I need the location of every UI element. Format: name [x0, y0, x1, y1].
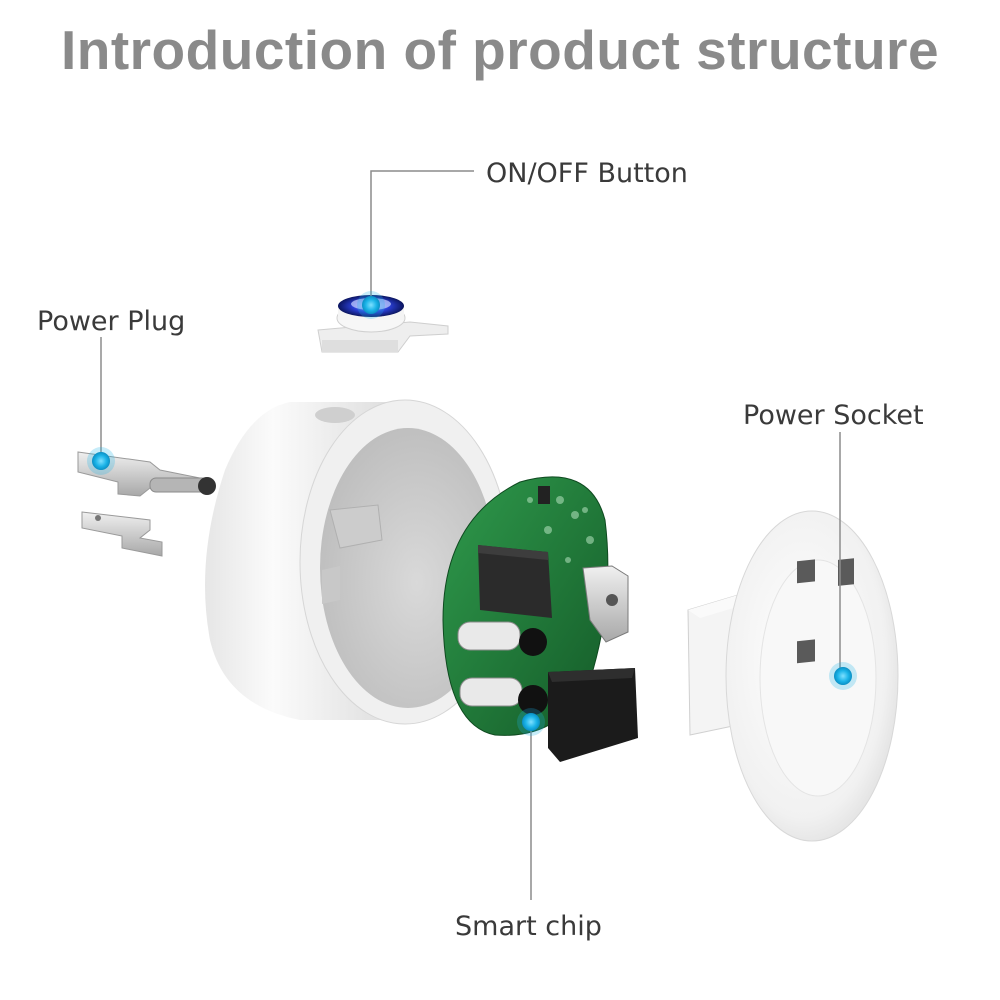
callout-markers — [87, 291, 857, 736]
power-plug-marker — [87, 447, 115, 475]
power-socket-part — [687, 510, 899, 842]
on-off-button-callout-line — [370, 170, 474, 305]
callout-lines — [100, 170, 841, 900]
power-socket-marker — [829, 662, 857, 690]
pcb-board — [442, 476, 638, 762]
smart-chip-label: Smart chip — [455, 911, 602, 942]
power-socket-label: Power Socket — [743, 400, 924, 431]
page-title: Introduction of product structure — [60, 19, 940, 81]
power-plug-label: Power Plug — [37, 306, 185, 337]
smart-chip-marker — [517, 708, 545, 736]
on-off-button-label: ON/OFF Button — [486, 158, 688, 189]
on-off-button-marker — [357, 291, 385, 319]
